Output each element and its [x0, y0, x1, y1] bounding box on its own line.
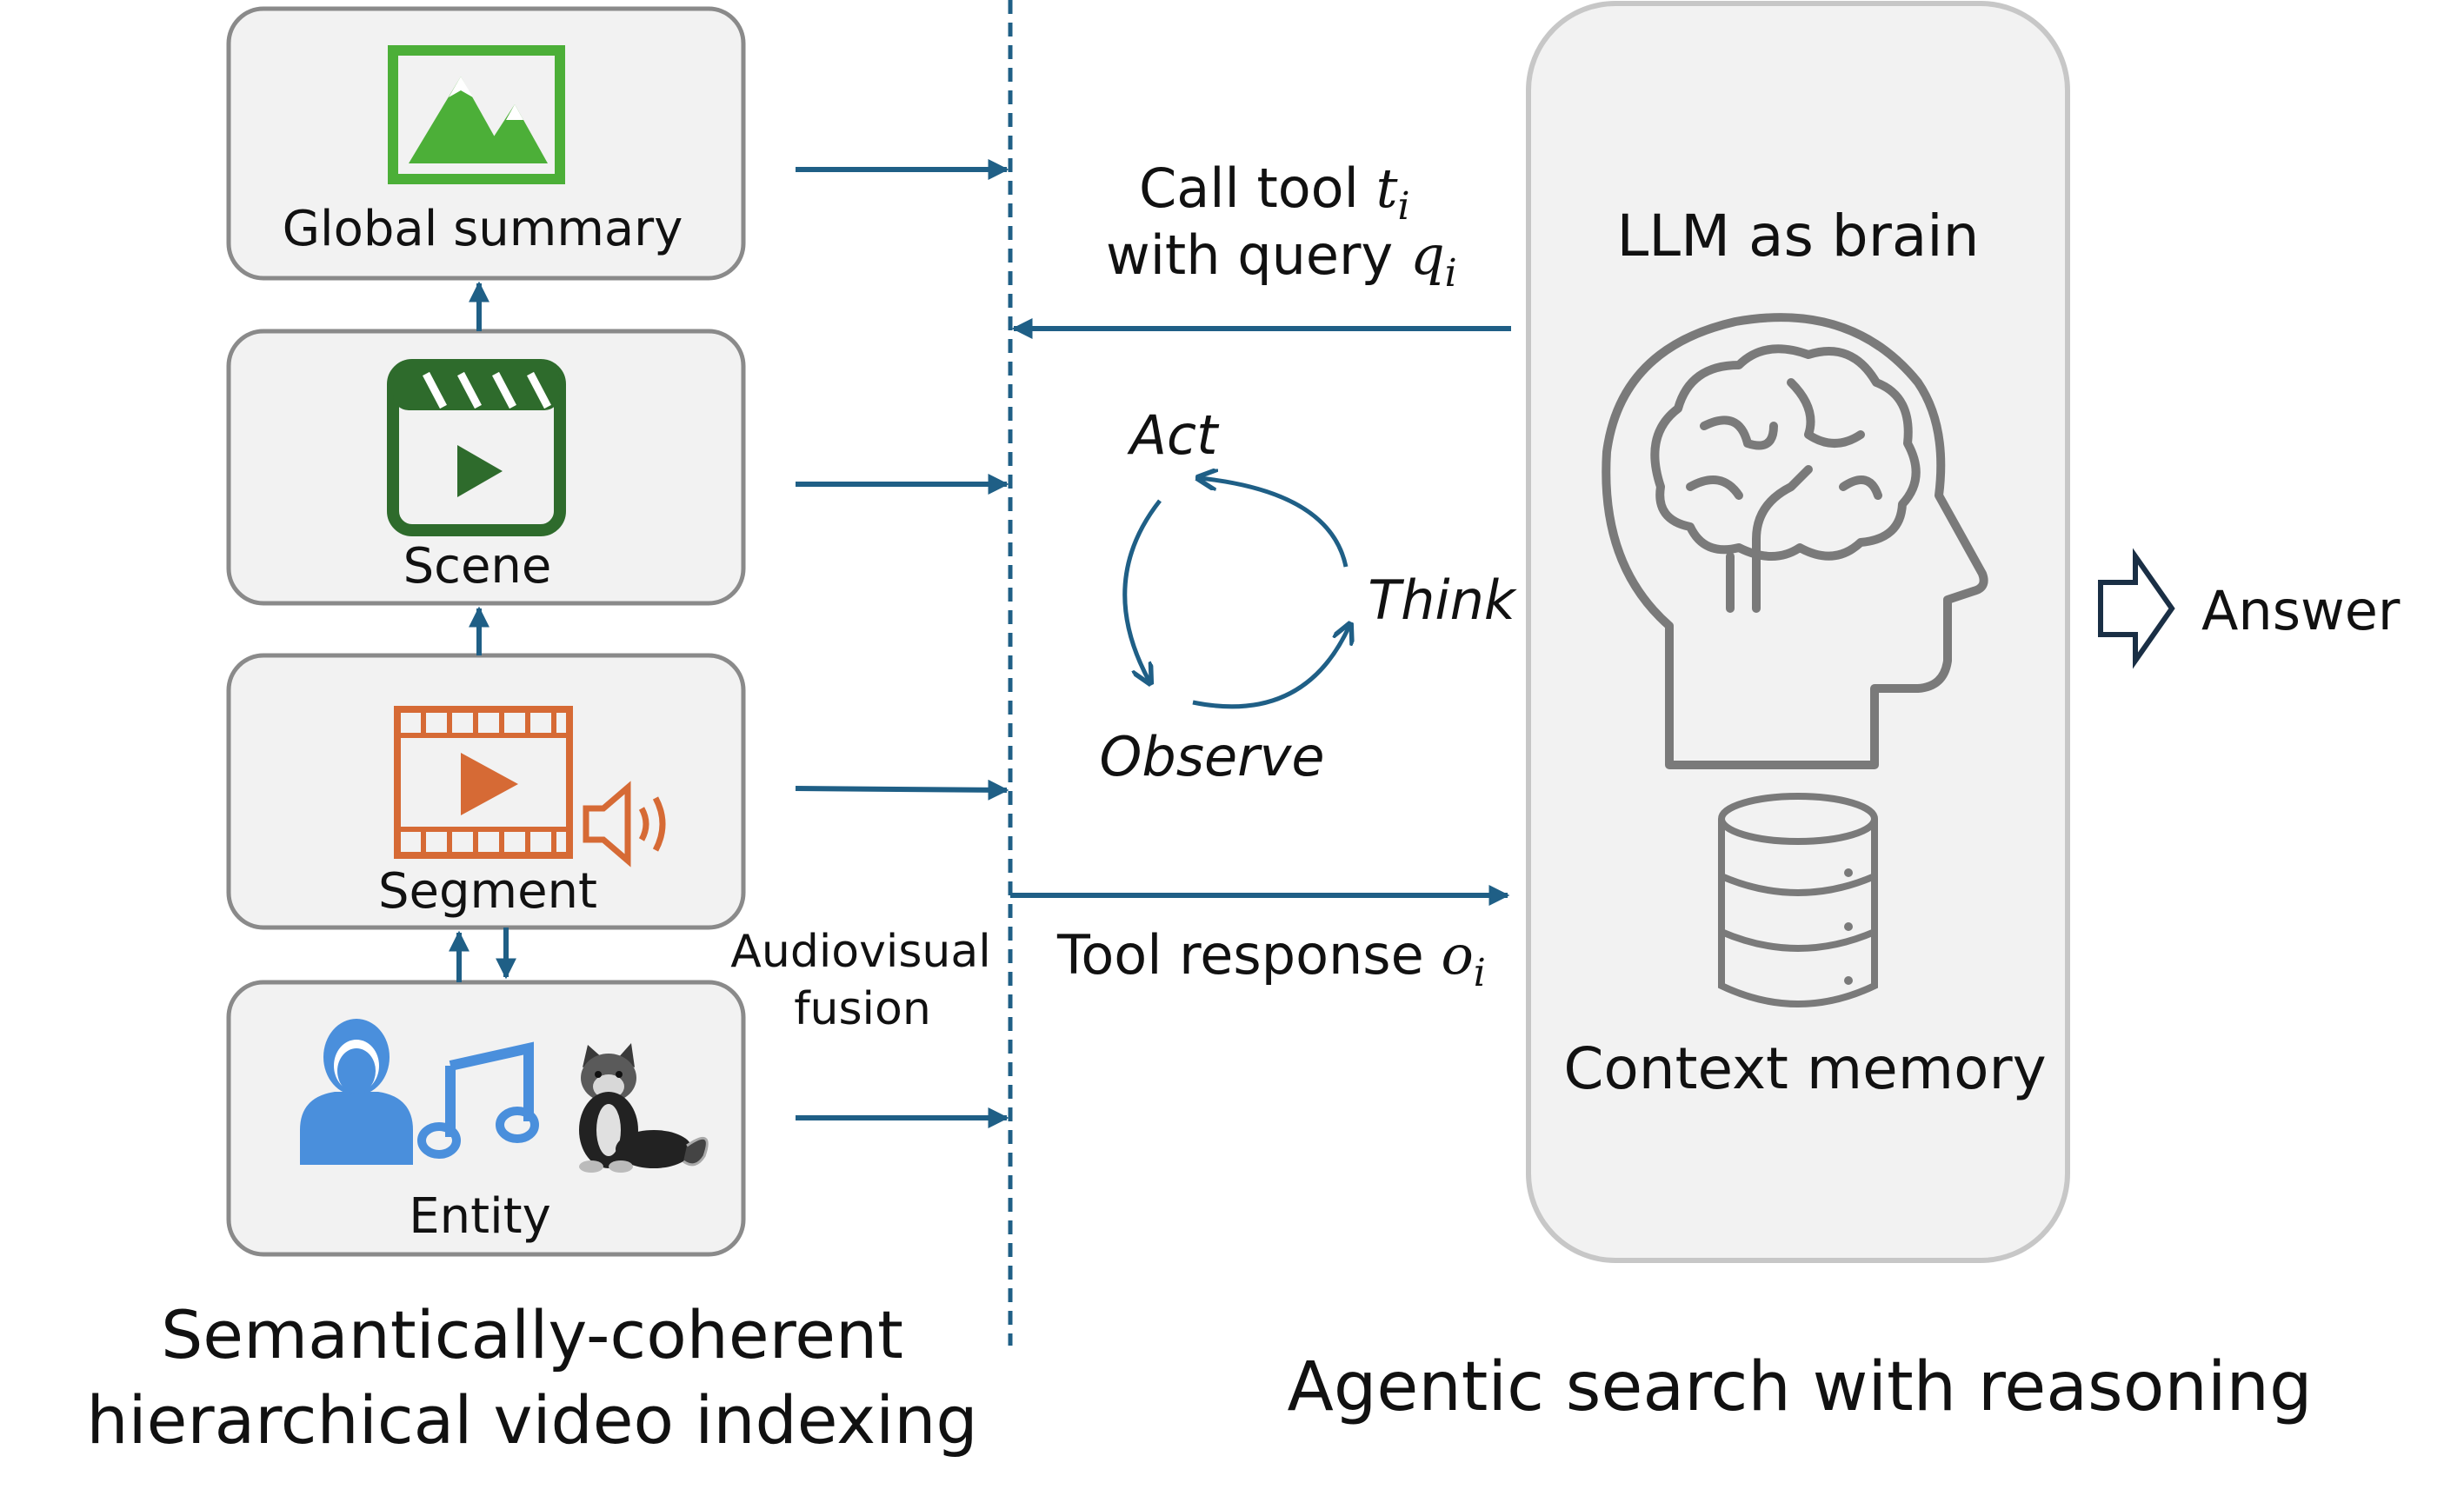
segment-index-arrow — [795, 779, 1009, 801]
llm-panel: LLM as brain Context memory — [1526, 1, 2070, 1263]
person-icon — [300, 1019, 413, 1165]
head-brain-icon — [1602, 313, 1988, 769]
clapperboard-icon — [387, 359, 566, 536]
entity-box: Entity — [226, 980, 746, 1257]
cycle-arc-think-to-act — [1200, 478, 1349, 568]
segment-box: Segment — [226, 653, 746, 930]
left-caption-line1: Semantically-coherent — [161, 1296, 903, 1373]
cycle-act-label: Act — [1127, 403, 1221, 467]
index-arrows — [795, 159, 1009, 1128]
cycle-think-label: Think — [1368, 568, 1517, 632]
llm-brain-label: LLM as brain — [1617, 203, 1980, 269]
global-summary-label: Global summary — [283, 201, 683, 257]
cat-icon — [579, 1043, 709, 1173]
reasoning-cycle — [1122, 478, 1349, 709]
cycle-observe-label: Observe — [1100, 725, 1325, 788]
cycle-arc-act-to-observe — [1122, 499, 1162, 682]
fusion-label-line2: fusion — [794, 983, 931, 1035]
scene-box: Scene — [226, 329, 746, 606]
answer-arrow-icon — [2098, 548, 2175, 669]
image-icon — [388, 45, 565, 184]
answer-label: Answer — [2201, 579, 2401, 642]
database-icon — [1718, 793, 1878, 1007]
scene-label: Scene — [403, 538, 552, 595]
left-caption-line2: hierarchical video indexing — [86, 1381, 977, 1459]
cycle-arc-observe-to-think — [1192, 626, 1349, 709]
call-tool-label: Call tool ti — [1139, 156, 1410, 229]
entity-label: Entity — [409, 1188, 551, 1245]
music-note-icon — [417, 1041, 539, 1159]
hierarchy-arrows — [449, 281, 516, 982]
right-caption: Agentic search with reasoning — [1288, 1348, 2313, 1426]
global-summary-box: Global summary — [226, 6, 746, 281]
film-speaker-icon — [394, 706, 666, 868]
tool-response-label: Tool response oi — [1056, 923, 1486, 995]
segment-label: Segment — [378, 863, 597, 920]
fusion-label-line1: Audiovisual — [730, 926, 990, 978]
with-query-label: with query qi — [1106, 223, 1457, 296]
context-memory-label: Context memory — [1563, 1035, 2046, 1102]
